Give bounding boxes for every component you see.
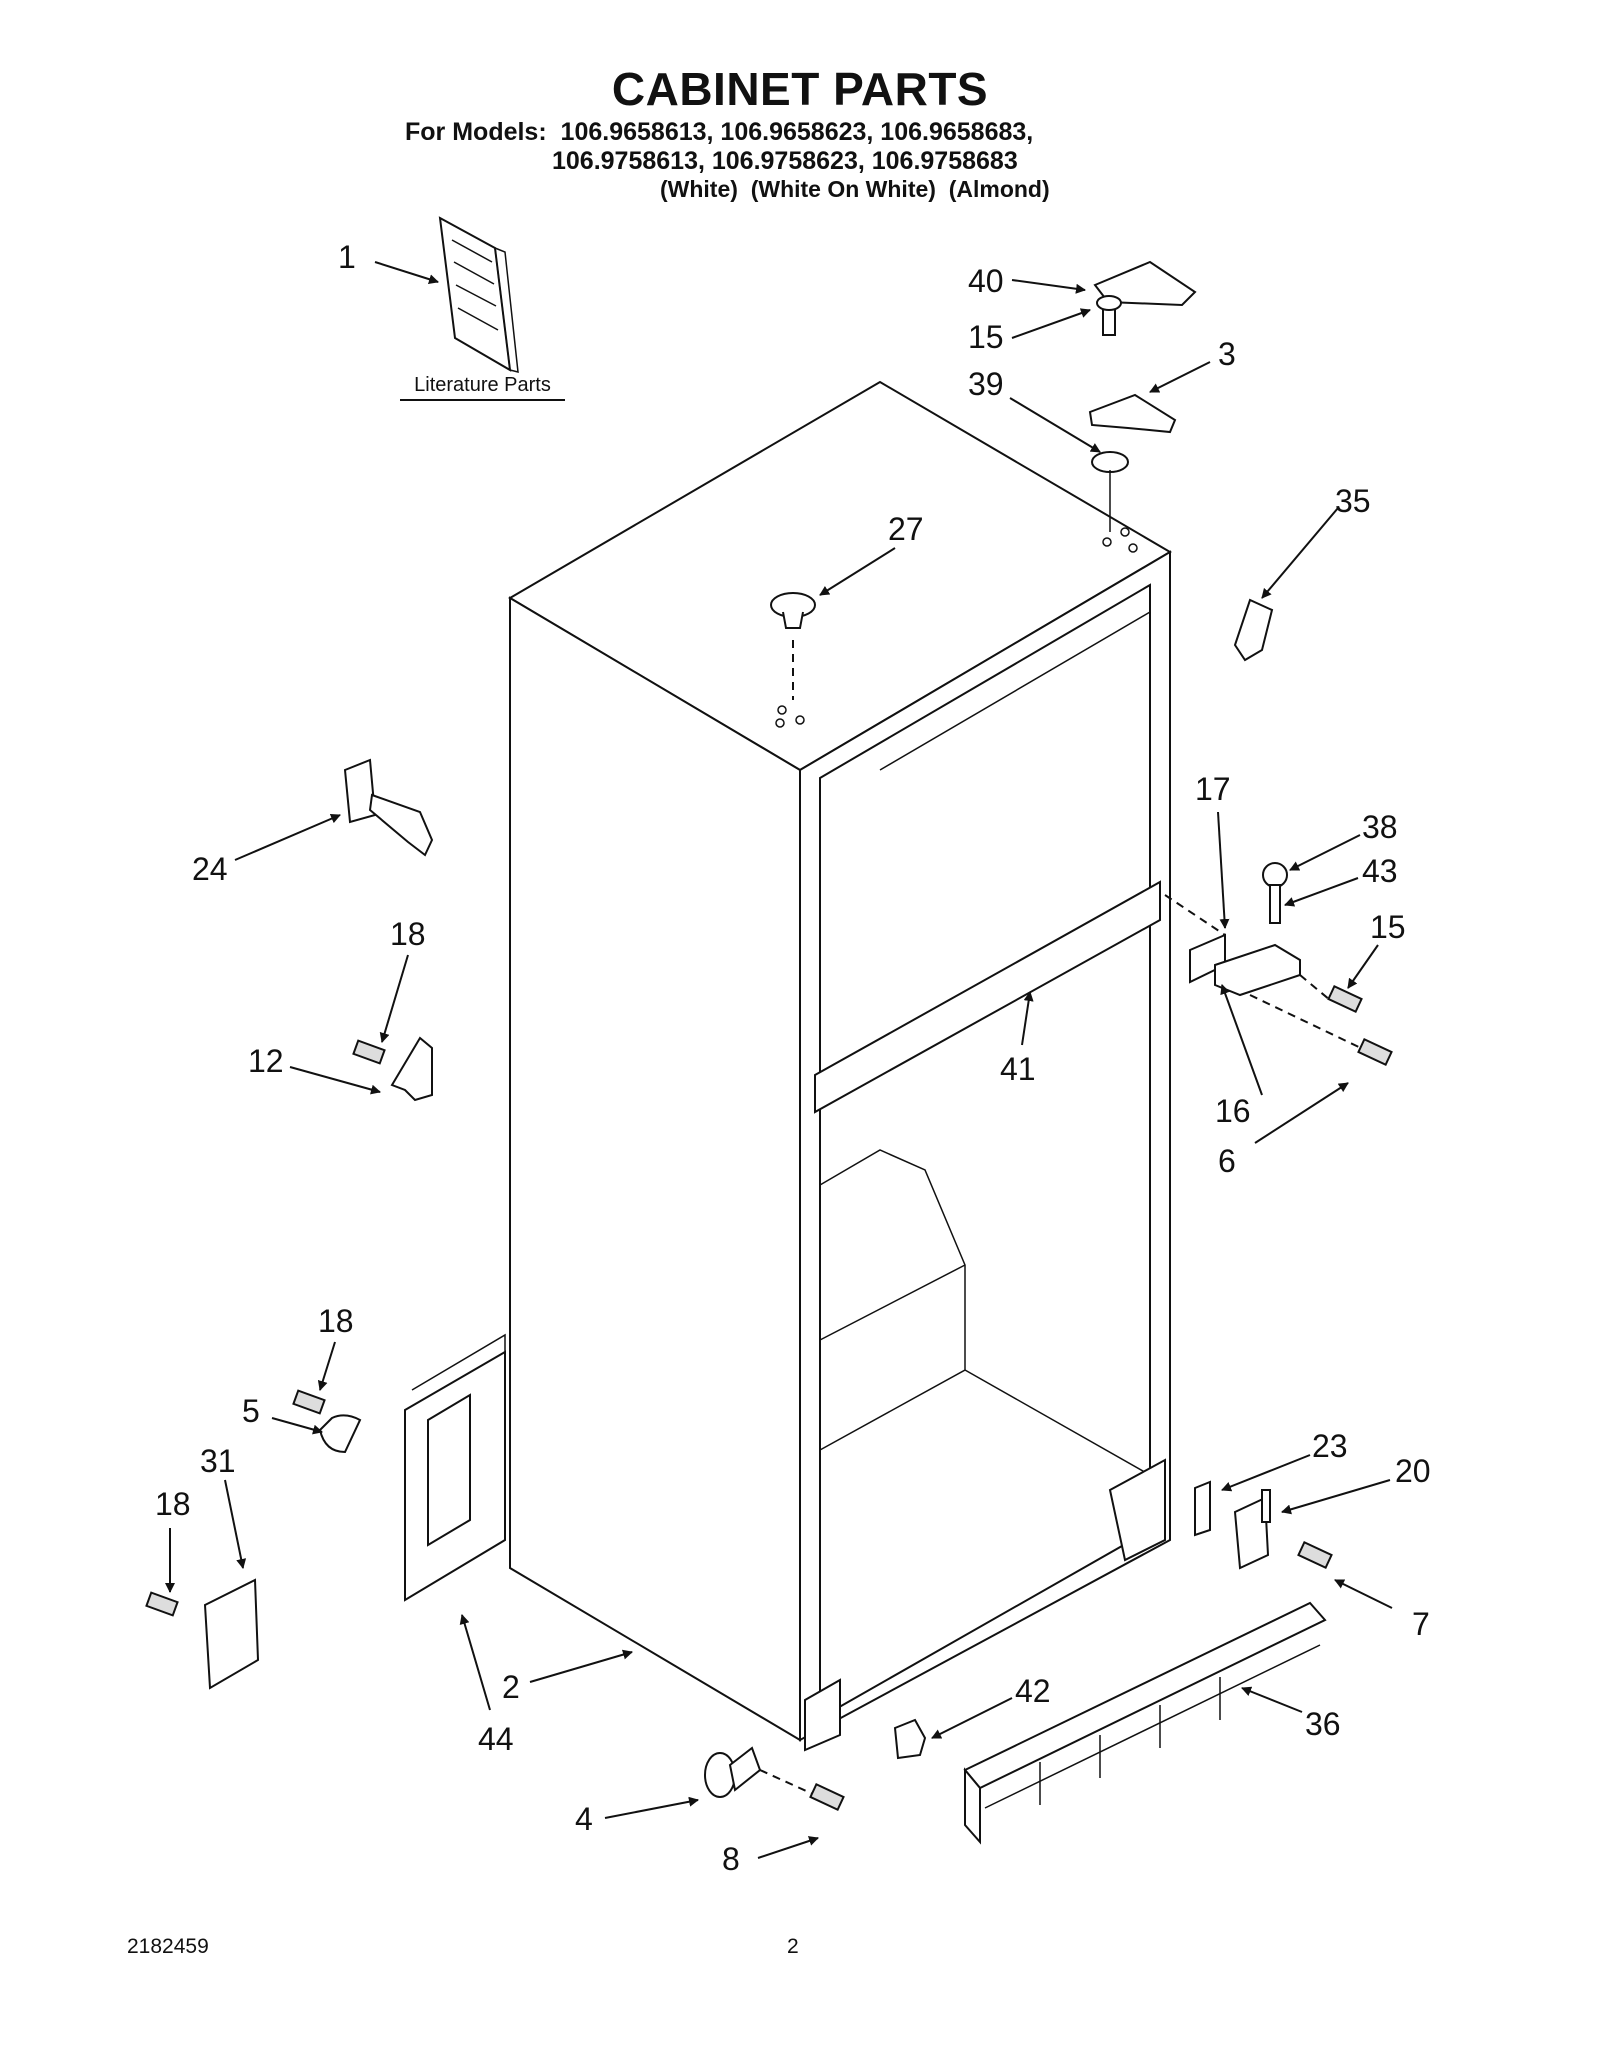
clip-drawing bbox=[893, 1718, 927, 1760]
callout-35: 35 bbox=[1335, 483, 1371, 519]
callout-36: 36 bbox=[1305, 1706, 1341, 1742]
callout-27: 27 bbox=[888, 511, 924, 547]
center-hinge-drawing bbox=[1164, 862, 1393, 1067]
leader-arrows bbox=[165, 261, 1393, 1859]
callout-8: 8 bbox=[722, 1841, 740, 1877]
callout-15-top: 15 bbox=[968, 319, 1004, 355]
callout-41: 41 bbox=[1000, 1051, 1036, 1087]
part-callouts: 1 40 15 3 39 35 27 24 17 38 43 15 18 12 … bbox=[155, 239, 1431, 1877]
callout-1: 1 bbox=[338, 239, 356, 275]
callout-5: 5 bbox=[242, 1393, 260, 1429]
callout-39: 39 bbox=[968, 366, 1004, 402]
callout-20: 20 bbox=[1395, 1453, 1431, 1489]
colors-line: (White) (White On White) (Almond) bbox=[660, 176, 1050, 202]
side-panel-drawing bbox=[404, 1333, 506, 1602]
callout-38: 38 bbox=[1362, 809, 1398, 845]
document-number: 2182459 bbox=[127, 1935, 209, 1958]
models-line-1: For Models: 106.9658613, 106.9658623, 10… bbox=[405, 118, 1034, 146]
page-title: CABINET PARTS bbox=[611, 63, 989, 115]
callout-31: 31 bbox=[200, 1443, 236, 1479]
cover-drawing bbox=[145, 1578, 260, 1690]
callout-12: 12 bbox=[248, 1043, 284, 1079]
callout-2: 2 bbox=[502, 1669, 520, 1705]
literature-booklet-drawing bbox=[438, 216, 519, 373]
roller-drawing bbox=[704, 1746, 845, 1812]
callout-18-lower: 18 bbox=[155, 1486, 191, 1522]
callout-24: 24 bbox=[192, 851, 228, 887]
callout-6: 6 bbox=[1218, 1143, 1236, 1179]
callout-18-upper: 18 bbox=[390, 916, 426, 952]
callout-43: 43 bbox=[1362, 853, 1398, 889]
bracket-drawing bbox=[352, 1036, 433, 1102]
door-stop-drawing bbox=[343, 758, 434, 857]
models-line-2: 106.9758613, 106.9758623, 106.9758683 bbox=[552, 147, 1018, 175]
bottom-hinge-drawing bbox=[1194, 1480, 1333, 1570]
grille-drawing bbox=[963, 1601, 1327, 1845]
callout-4: 4 bbox=[575, 1801, 593, 1837]
hinge-cap-drawing bbox=[1233, 598, 1274, 662]
callout-16: 16 bbox=[1215, 1093, 1251, 1129]
callout-23: 23 bbox=[1312, 1428, 1348, 1464]
page-number: 2 bbox=[787, 1935, 799, 1958]
callout-42: 42 bbox=[1015, 1673, 1051, 1709]
callout-17: 17 bbox=[1195, 771, 1231, 807]
callout-7: 7 bbox=[1412, 1606, 1430, 1642]
plug-drawing bbox=[770, 592, 816, 700]
literature-parts-caption: Literature Parts bbox=[400, 374, 565, 401]
callout-18-mid: 18 bbox=[318, 1303, 354, 1339]
clamp-drawing bbox=[292, 1389, 362, 1454]
callout-40: 40 bbox=[968, 263, 1004, 299]
cabinet-drawing bbox=[508, 380, 1172, 1752]
callout-44: 44 bbox=[478, 1721, 514, 1757]
callout-3: 3 bbox=[1218, 336, 1236, 372]
callout-15-mid: 15 bbox=[1370, 909, 1406, 945]
top-hinge-drawing bbox=[1088, 295, 1177, 532]
